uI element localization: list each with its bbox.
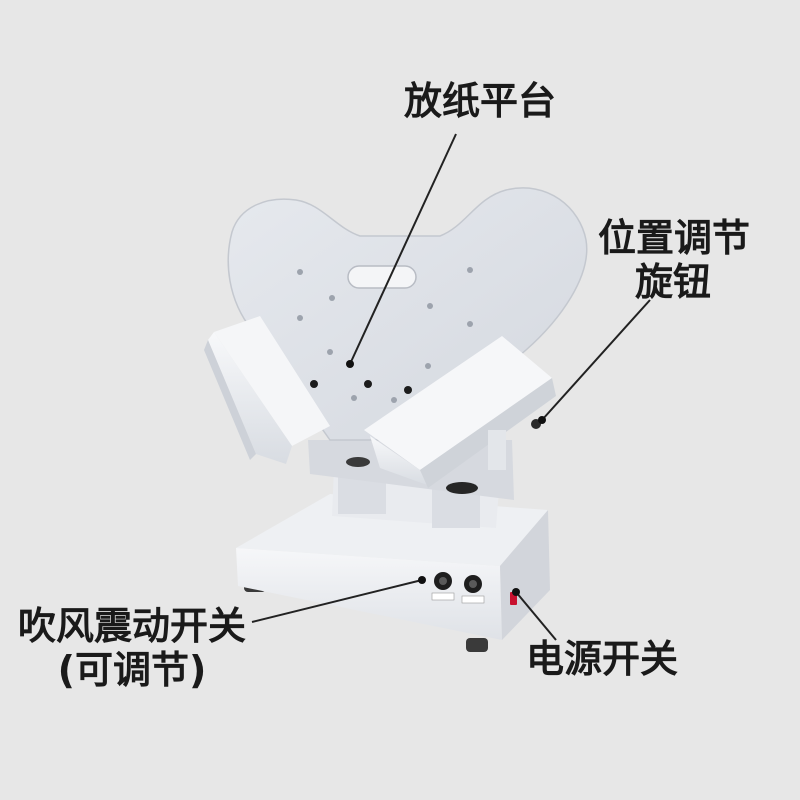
leader-knob [541, 299, 651, 421]
label-position-knob: 位置调节 旋钮 [598, 216, 751, 304]
foot-right [466, 638, 488, 652]
right-wing-front [370, 436, 430, 486]
label-paper-platform: 放纸平台 [404, 79, 557, 123]
handle-slot [347, 265, 417, 289]
base-side [500, 510, 550, 640]
left-wing-top [214, 316, 330, 446]
right-wing-top [364, 336, 552, 470]
leader-platform [349, 133, 457, 365]
left-wing-front [208, 332, 292, 464]
leader-blow [251, 579, 423, 623]
leader-power [515, 591, 557, 641]
label-blow-vibration-switch: 吹风震动开关 (可调节) [17, 604, 246, 692]
label-power-switch: 电源开关 [526, 637, 679, 681]
